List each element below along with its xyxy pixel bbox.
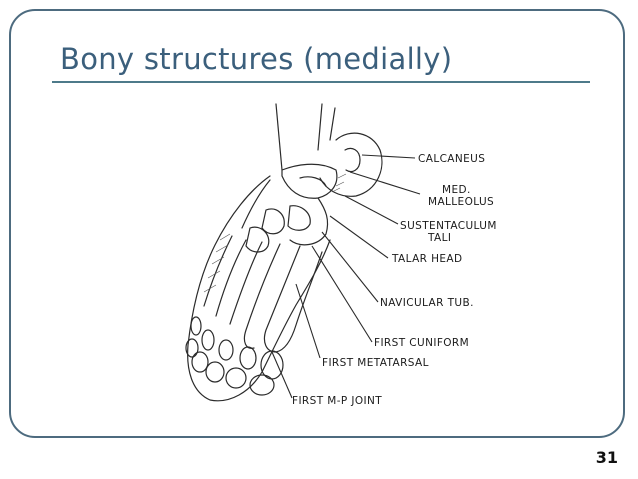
- label-first-mp-joint: FIRST M-P JOINT: [292, 395, 382, 407]
- leader-sustentaculum: [345, 196, 398, 224]
- label-med-malleolus-line1: MED.: [442, 184, 471, 196]
- leader-first-cuniform: [312, 246, 372, 342]
- label-talar-head: TALAR HEAD: [391, 253, 463, 265]
- label-med-malleolus-line2: MALLEOLUS: [428, 196, 494, 208]
- label-first-metatarsal: FIRST METATARSAL: [322, 357, 429, 369]
- label-navicular-tub: NAVICULAR TUB.: [380, 297, 474, 309]
- leader-navicular-tub: [322, 232, 378, 302]
- label-sustentaculum-line2: TALI: [427, 232, 451, 244]
- leader-first-metatarsal: [296, 284, 320, 358]
- leader-med-malleolus: [350, 172, 420, 194]
- title-underline: [52, 81, 590, 83]
- leader-talar-head: [330, 216, 388, 258]
- label-first-cuniform: FIRST CUNIFORM: [374, 337, 469, 349]
- slide-title: Bony structures (medially): [60, 42, 452, 76]
- page-number: 31: [596, 448, 618, 467]
- label-sustentaculum-line1: SUSTENTACULUM: [400, 220, 497, 232]
- label-calcaneus: CALCANEUS: [418, 153, 485, 165]
- foot-bones-illustration: CALCANEUS MED. MALLEOLUS SUSTENTACULUM T…: [150, 100, 520, 430]
- leader-calcaneus: [362, 155, 415, 158]
